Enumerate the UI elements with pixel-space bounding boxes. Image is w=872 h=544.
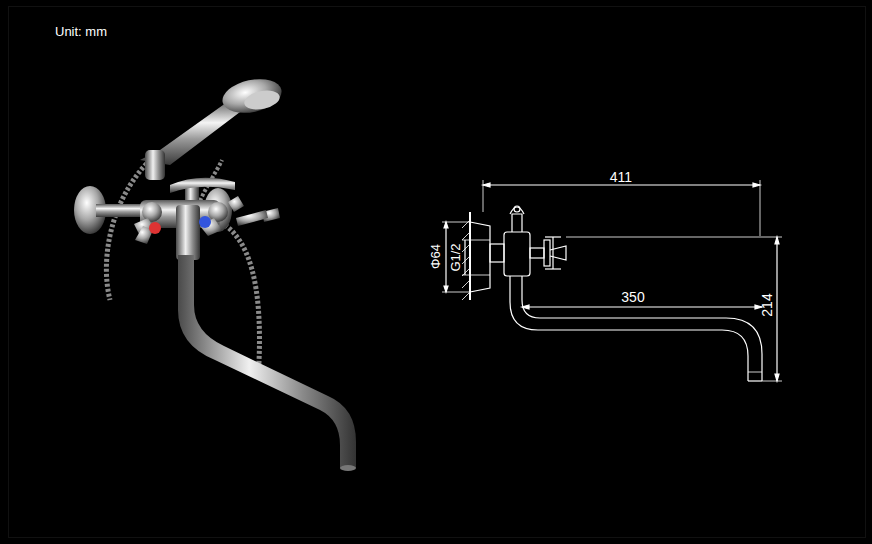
dimension-label: 350	[621, 290, 644, 304]
dimension-label: 214	[760, 293, 774, 316]
dimension-label: Φ64	[429, 244, 442, 269]
unit-note: Unit: mm	[55, 25, 107, 38]
background-panel	[8, 6, 866, 538]
dimension-label: 411	[610, 170, 632, 184]
thread-label: G1/2	[449, 243, 462, 271]
